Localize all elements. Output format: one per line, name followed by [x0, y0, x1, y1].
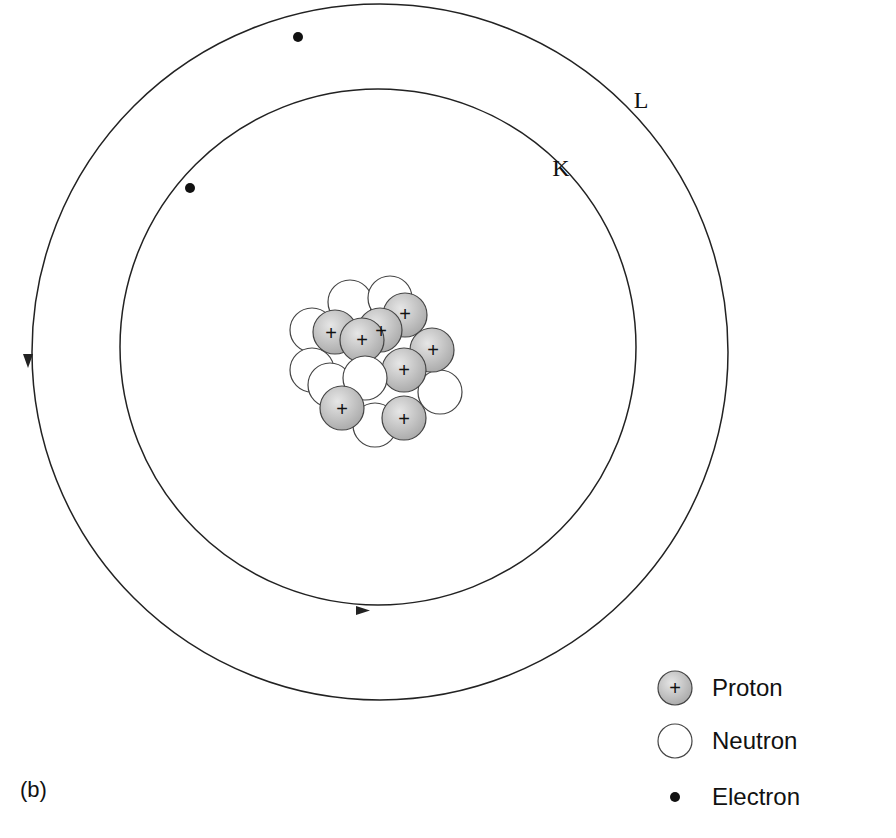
- l-shell: [32, 4, 728, 700]
- proton-charge: +: [669, 678, 681, 698]
- k-shell: [120, 89, 636, 605]
- figure-label: (b): [20, 779, 47, 801]
- proton-charge: +: [427, 340, 439, 360]
- proton-symbol: [658, 671, 692, 705]
- electron: [185, 183, 195, 193]
- proton-charge: +: [356, 330, 368, 350]
- orbit-arrow: [23, 354, 33, 368]
- proton-charge: +: [375, 321, 387, 341]
- proton-charge: +: [398, 409, 410, 429]
- legend-text: Electron: [712, 785, 800, 809]
- shell-label: K: [552, 156, 569, 180]
- shell-label: L: [634, 88, 649, 112]
- proton-charge: +: [399, 304, 411, 324]
- neutron-symbol: [658, 724, 692, 758]
- proton-charge: +: [398, 360, 410, 380]
- nucleus: [290, 276, 462, 447]
- legend-text: Proton: [712, 676, 783, 700]
- electron: [293, 32, 303, 42]
- proton-charge: +: [336, 399, 348, 419]
- electron-symbol: [670, 792, 680, 802]
- legend-text: Neutron: [712, 729, 797, 753]
- proton-charge: +: [325, 323, 337, 343]
- orbit-arrow: [356, 606, 370, 615]
